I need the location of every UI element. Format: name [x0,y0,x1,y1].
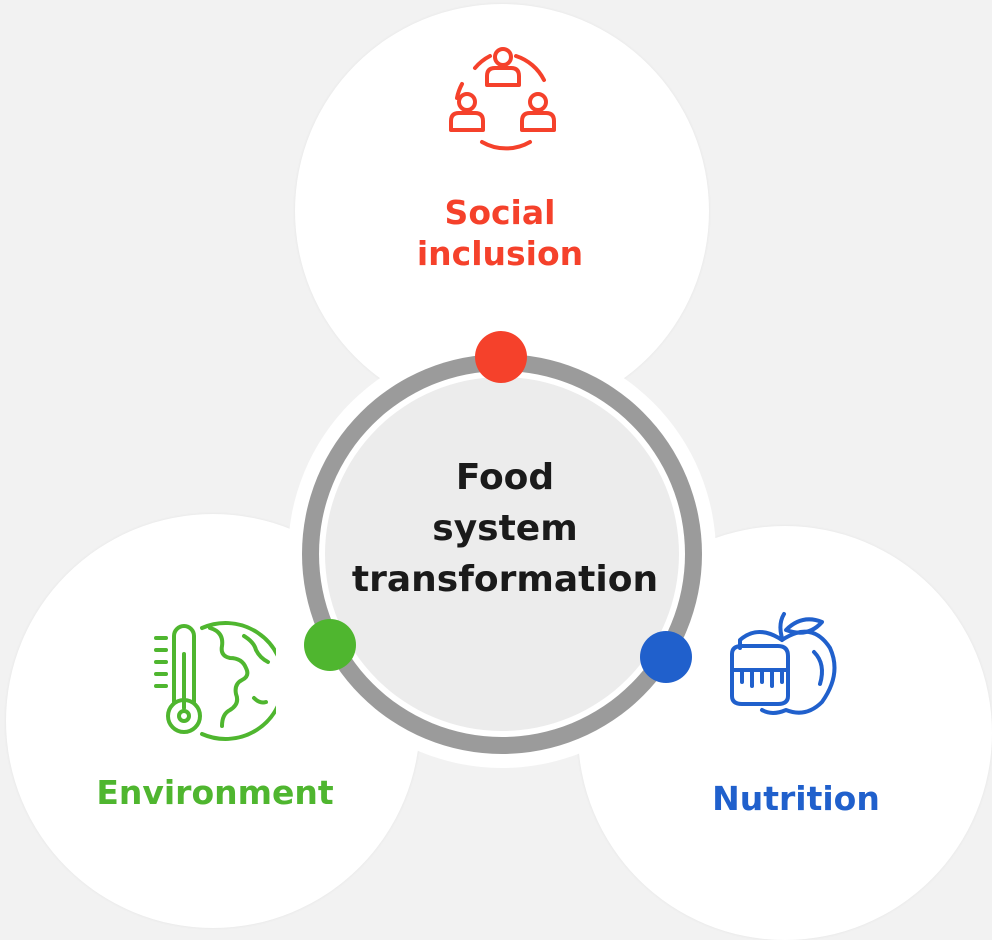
people-group-icon [449,47,556,151]
center-ring [288,340,716,768]
social-inclusion-label-line-1: Social [444,193,556,232]
center-disc [325,377,679,731]
social-inclusion-node [475,331,527,383]
social-inclusion-label-line-2: inclusion [416,234,584,274]
apple-measuring-tape-icon [730,612,837,715]
center-title: Food system transformation [330,452,680,605]
thermometer-globe-icon [154,621,276,741]
center-title-line-3: transformation [351,559,659,601]
center-title-line-1: Food [455,457,555,498]
environment-node [304,619,356,671]
center-title-line-2: system [432,508,578,550]
nutrition-node [640,631,692,683]
nutrition-label: Nutrition [712,779,880,818]
environment-label: Environment [96,773,334,812]
social-inclusion-label: Social inclusion [380,192,620,275]
